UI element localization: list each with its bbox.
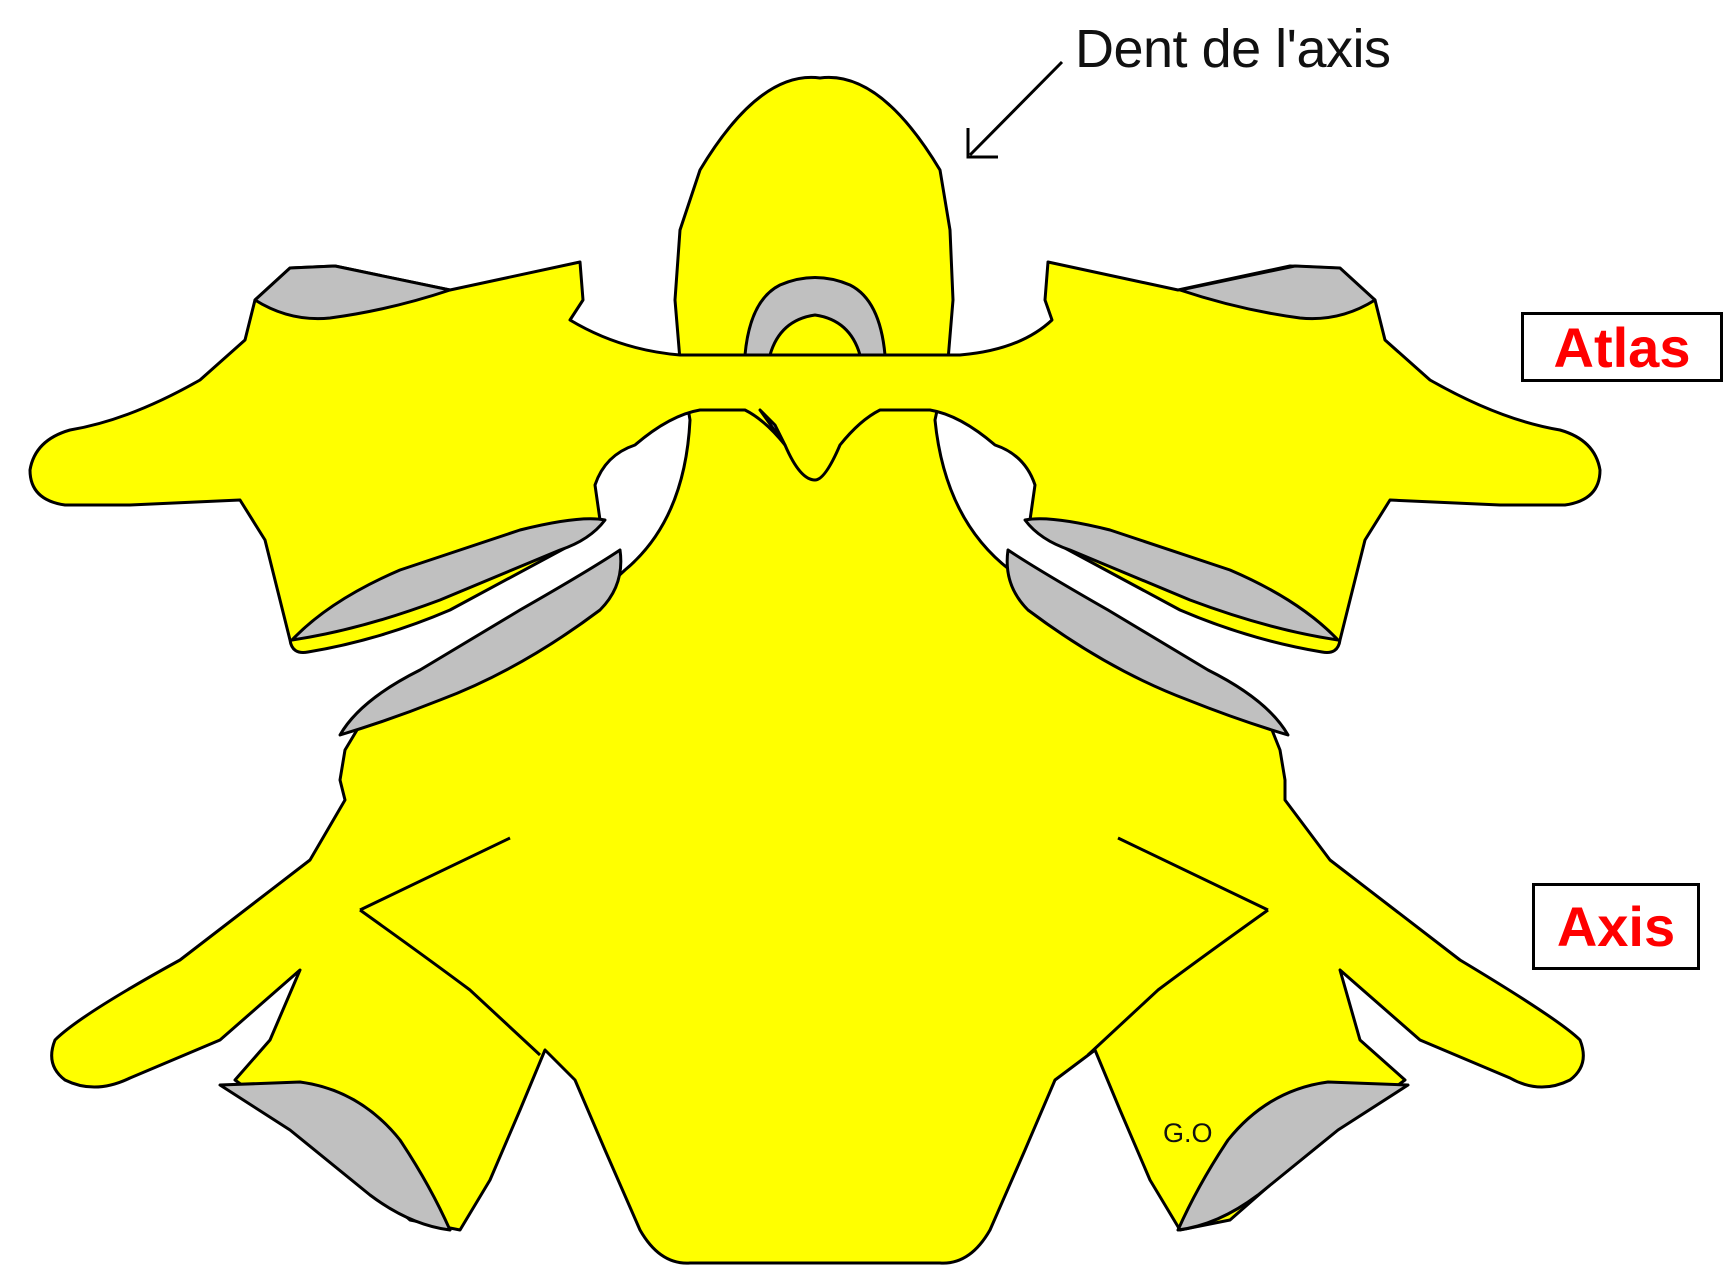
axis-label-box: Axis — [1532, 883, 1700, 970]
dens-label: Dent de l'axis — [1075, 18, 1390, 80]
atlas-label-box: Atlas — [1521, 312, 1723, 382]
author-initials: G.O — [1163, 1118, 1213, 1149]
atlas-label: Atlas — [1554, 315, 1691, 380]
axis-label: Axis — [1557, 894, 1675, 959]
callout-arrow-shaft — [970, 62, 1062, 155]
